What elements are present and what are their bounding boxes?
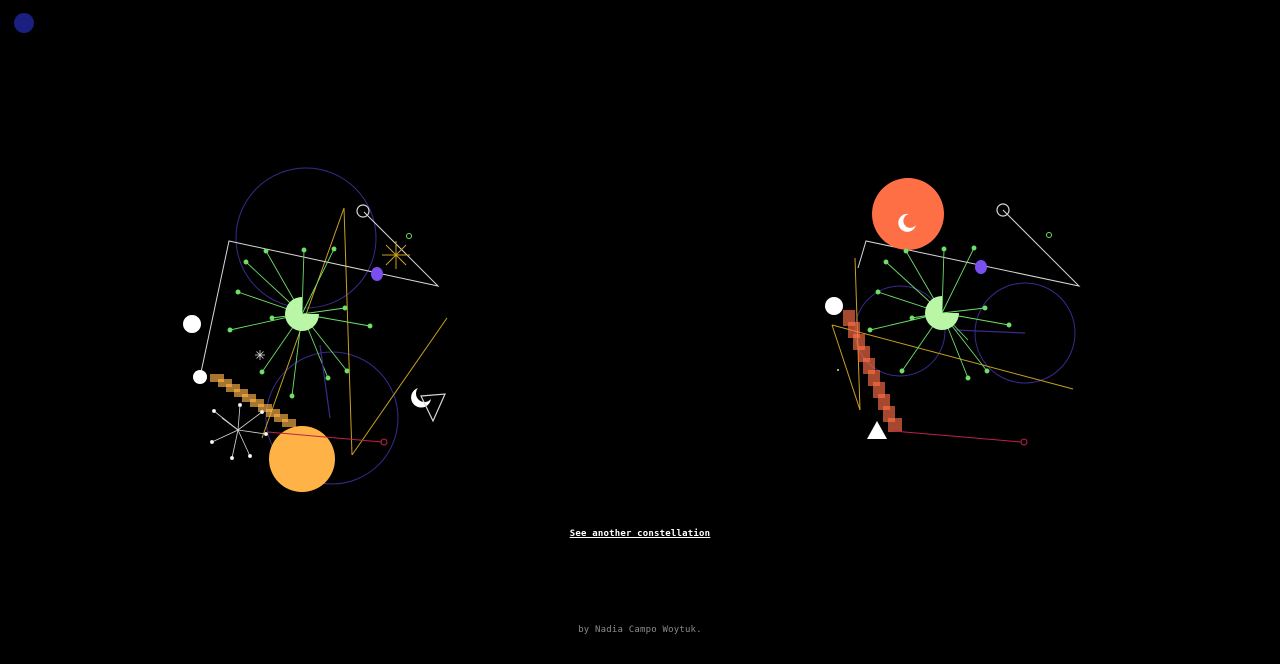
footer-credit: by Nadia Campo Woytuk.	[578, 625, 702, 635]
small-ring	[1046, 232, 1052, 238]
see-another-constellation-link[interactable]: See another constellation	[569, 529, 711, 539]
coral-streak	[843, 310, 902, 432]
green-spoke-burst	[227, 246, 373, 399]
crimson-line	[892, 430, 1022, 443]
gold-line	[343, 207, 353, 456]
gold-star-icon	[382, 241, 410, 269]
moon-icon	[411, 388, 431, 408]
orbit-ring	[235, 167, 377, 309]
cta-container: See another constellation	[0, 521, 1280, 540]
hollow-ring	[356, 204, 370, 218]
tiny-dot	[837, 369, 839, 371]
constellation-right	[825, 178, 1081, 446]
purple-blob	[975, 260, 987, 274]
triangle-filled-icon	[867, 421, 887, 439]
green-sector	[925, 296, 959, 330]
purple-line	[319, 344, 331, 419]
orbit-ring	[974, 282, 1076, 384]
moon-icon	[898, 213, 916, 232]
purple-line	[954, 329, 1026, 334]
crimson-line	[267, 431, 383, 443]
white-dot	[193, 370, 207, 384]
gold-line	[831, 324, 861, 411]
gold-line	[351, 317, 448, 456]
crimson-ring	[380, 438, 388, 446]
constellation-left	[183, 167, 448, 492]
orange-sun	[269, 426, 335, 492]
triangle-outline-icon	[420, 393, 446, 423]
white-polyline	[857, 209, 1081, 287]
crimson-ring	[1020, 438, 1028, 446]
white-polyline	[199, 211, 440, 378]
green-sector	[285, 297, 319, 331]
purple-blob	[371, 267, 383, 281]
snowflake-icon	[255, 350, 265, 360]
white-dot	[183, 315, 201, 333]
orange-streak	[210, 374, 296, 427]
small-ring	[406, 233, 412, 239]
white-dot	[825, 297, 843, 315]
white-starburst-icon	[209, 402, 268, 460]
gold-line	[831, 324, 1074, 390]
corner-dot-icon[interactable]	[14, 13, 34, 33]
hollow-ring	[996, 203, 1010, 217]
